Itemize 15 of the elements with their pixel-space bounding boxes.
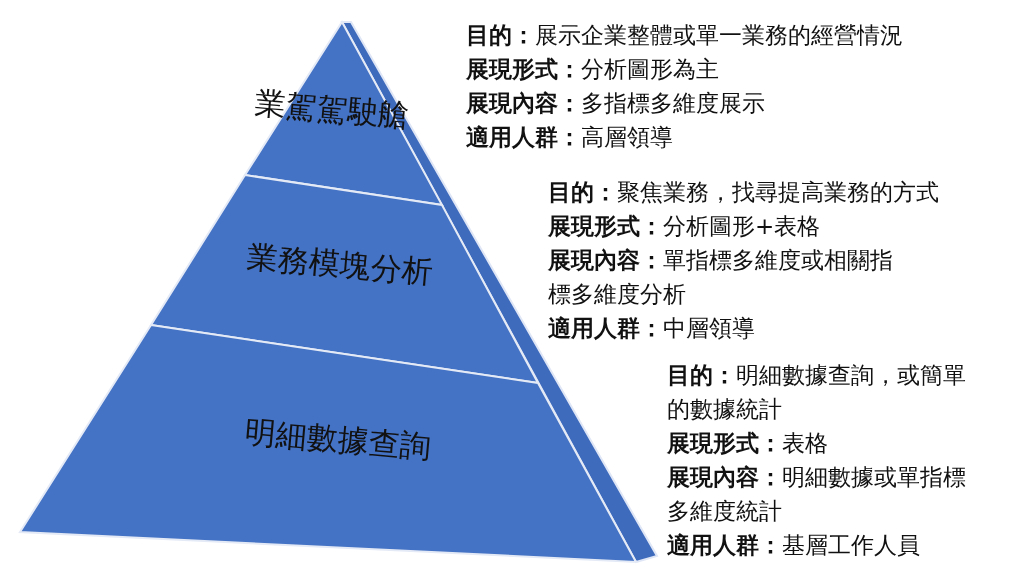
- description-text: 展現形式：表格: [667, 429, 828, 458]
- description-text: 目的：展示企業整體或單一業務的經營情況: [466, 21, 903, 50]
- tier-label: 業駕駕駛艙: [252, 83, 412, 136]
- description-text: 適用人群：基層工作人員: [667, 531, 920, 560]
- description-text: 展現形式：分析圖形為主: [466, 55, 719, 84]
- description-text: 目的：明細數據查詢，或簡單的數據統計: [667, 361, 967, 424]
- tier-label: 明細數據查詢: [243, 411, 433, 468]
- description-text: 展現內容：多指標多維度展示: [466, 89, 765, 118]
- description-text: 展現形式：分析圖形+表格: [548, 212, 821, 241]
- tier-label: 業務模塊分析: [245, 236, 435, 293]
- description-text: 目的：聚焦業務，找尋提高業務的方式: [548, 178, 939, 207]
- description-text: 展現內容：明細數據或單指標多維度統計: [667, 463, 967, 526]
- description-text: 展現內容：單指標多維度或相關指標多維度分析: [548, 246, 894, 309]
- description-text: 適用人群：高層領導: [466, 123, 673, 152]
- description-text: 適用人群：中層領導: [548, 314, 755, 343]
